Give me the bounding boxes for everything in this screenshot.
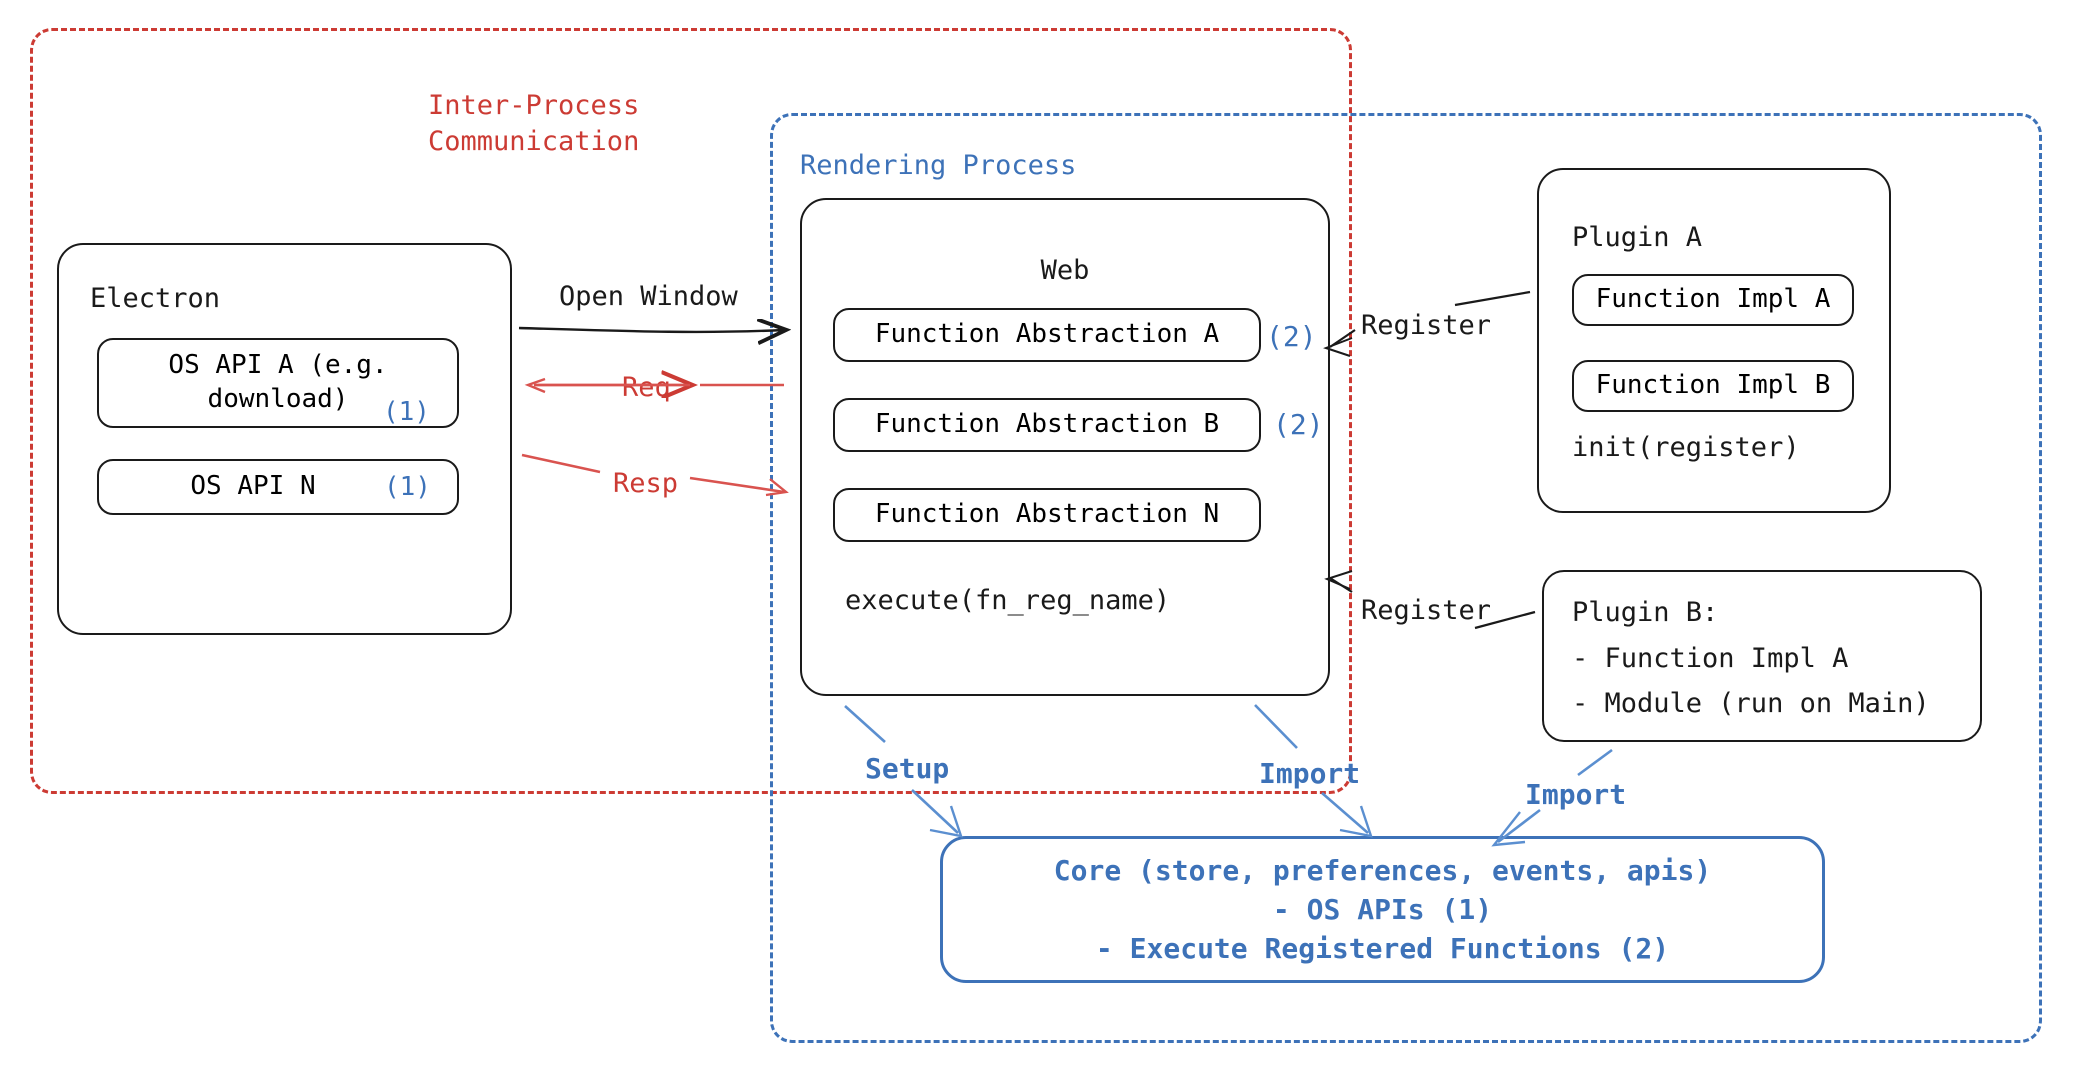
function-abstraction-a-box[interactable]: Function Abstraction A (833, 308, 1261, 362)
edge-label-import-plugin-b: Import (1525, 778, 1627, 811)
plugin-a-function-impl-a-box[interactable]: Function Impl A (1572, 274, 1854, 326)
group-inter-process-communication (30, 28, 1352, 794)
group-label-rendering-process: Rendering Process (800, 150, 1077, 181)
function-abstraction-b-marker: (2) (1273, 408, 1324, 441)
plugin-b-title: Plugin B: (1572, 597, 1719, 628)
ipc-label-line2: Communication (428, 126, 640, 158)
electron-title: Electron (90, 283, 221, 314)
core-line-1: Core (store, preferences, events, apis) (1053, 854, 1712, 887)
plugin-b-item-1: - Module (run on Main) (1572, 688, 1930, 719)
edge-label-setup: Setup (865, 752, 950, 785)
web-execute-label: execute(fn_reg_name) (845, 585, 1171, 616)
electron-box (57, 243, 512, 635)
core-line-3: - Execute Registered Functions (2) (1095, 932, 1670, 965)
plugin-a-function-impl-b-box[interactable]: Function Impl B (1572, 360, 1854, 412)
web-title: Web (1040, 255, 1090, 286)
os-api-a-box[interactable]: OS API A (e.g. download) (97, 338, 459, 428)
plugin-b-box (1542, 570, 1982, 742)
os-api-n-box[interactable]: OS API N (97, 459, 459, 515)
core-line-2: - OS APIs (1) (1272, 893, 1493, 926)
plugin-b-item-0: - Function Impl A (1572, 643, 1849, 674)
function-abstraction-b-box[interactable]: Function Abstraction B (833, 398, 1261, 452)
ipc-label-line1: Inter-Process (428, 90, 640, 121)
plugin-a-init-label: init(register) (1572, 432, 1800, 463)
plugin-a-title: Plugin A (1572, 222, 1703, 253)
edge-label-req: Req (622, 372, 671, 403)
group-rendering-process (770, 113, 2042, 1043)
plugin-a-box (1537, 168, 1891, 513)
edge-label-open-window: Open Window (559, 281, 738, 312)
function-abstraction-n-box[interactable]: Function Abstraction N (833, 488, 1261, 542)
os-api-a-marker: (1) (383, 397, 430, 427)
edge-label-register-plugin-a: Register (1361, 310, 1492, 341)
edge-label-import-web: Import (1259, 757, 1361, 790)
function-abstraction-a-marker: (2) (1266, 320, 1317, 353)
core-box: Core (store, preferences, events, apis) … (940, 836, 1825, 983)
os-api-n-marker: (1) (384, 472, 431, 502)
os-api-n-label: OS API N (190, 471, 316, 502)
edge-label-register-plugin-b: Register (1361, 595, 1492, 626)
edge-label-resp: Resp (613, 468, 679, 499)
